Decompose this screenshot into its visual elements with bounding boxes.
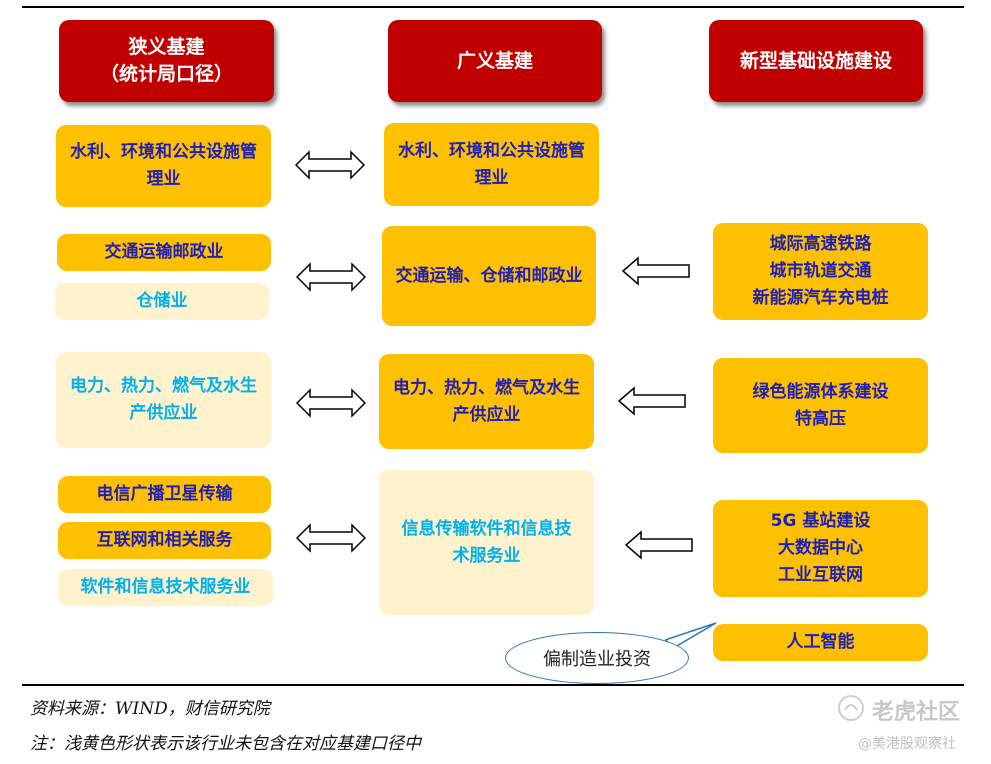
header-new-line1: 新型基础设施建设 (739, 49, 892, 72)
new-box-transport-line1: 城际高速铁路 (769, 234, 872, 254)
double-arrow-icon (296, 262, 366, 292)
source-note: 资料来源：WIND，财信研究院 (30, 699, 270, 719)
broad-box-water-line2: 理业 (474, 167, 509, 188)
broad-box-water-line1: 水利、环境和公共设施管 (398, 140, 585, 161)
narrow-box-telecom-line1: 电信广播卫星传输 (96, 484, 233, 504)
double-arrow-icon (296, 388, 366, 418)
narrow-box-telecom: 电信广播卫星传输 (58, 476, 271, 513)
header-broad-infra: 广义基建 (388, 20, 602, 102)
header-new-infra: 新型基础设施建设 (709, 20, 923, 102)
narrow-box-power-line1: 电力、热力、燃气及水生 (70, 376, 257, 396)
narrow-box-internet-line1: 互联网和相关服务 (96, 530, 233, 550)
header-narrow-line1: 狭义基建 (128, 36, 205, 58)
broad-box-power-line2: 产供应业 (452, 404, 521, 425)
header-broad-line1: 广义基建 (456, 49, 533, 72)
new-box-transport: 城际高速铁路 城市轨道交通 新能源汽车充电桩 (713, 223, 928, 320)
new-box-transport-line2: 城市轨道交通 (769, 261, 872, 281)
left-arrow-icon (622, 256, 690, 286)
new-box-transport-line3: 新能源汽车充电桩 (752, 288, 889, 308)
broad-box-transport: 交通运输、仓储和邮政业 (382, 226, 596, 326)
new-box-energy-line1: 绿色能源体系建设 (752, 381, 889, 402)
narrow-box-storage-line1: 仓储业 (136, 291, 188, 311)
narrow-box-water: 水利、环境和公共设施管 理业 (56, 125, 271, 207)
new-box-energy-line2: 特高压 (795, 408, 846, 429)
tiger-logo-icon (838, 695, 864, 721)
new-box-digital-line1: 5G 基站建设 (770, 511, 871, 531)
broad-box-water: 水利、环境和公共设施管 理业 (384, 123, 599, 206)
new-box-ai: 人工智能 (713, 624, 928, 661)
broad-box-power-line1: 电力、热力、燃气及水生 (393, 377, 580, 398)
narrow-box-power: 电力、热力、燃气及水生 产供应业 (56, 352, 271, 448)
double-arrow-icon (296, 523, 366, 553)
broad-box-info: 信息传输软件和信息技 术服务业 (379, 470, 594, 615)
broad-box-power: 电力、热力、燃气及水生 产供应业 (379, 354, 594, 449)
callout-bubble: 偏制造业投资 (505, 632, 689, 684)
narrow-box-software: 软件和信息技术服务业 (58, 569, 273, 606)
callout-text: 偏制造业投资 (543, 649, 651, 670)
new-box-digital-line3: 工业互联网 (778, 565, 863, 585)
watermark-brand: 老虎社区 (872, 700, 961, 725)
narrow-box-water-line2: 理业 (146, 169, 181, 189)
left-arrow-icon (625, 530, 693, 560)
header-narrow-line2: （统计局口径） (99, 63, 233, 85)
narrow-box-transport: 交通运输邮政业 (57, 234, 271, 271)
new-box-digital-line2: 大数据中心 (778, 538, 863, 558)
bottom-rule (22, 684, 964, 686)
narrow-box-internet: 互联网和相关服务 (58, 522, 271, 559)
watermark-author: @美港股观察社 (858, 736, 956, 752)
broad-box-info-line1: 信息传输软件和信息技 (401, 518, 572, 539)
new-box-digital: 5G 基站建设 大数据中心 工业互联网 (713, 500, 928, 597)
narrow-box-power-line2: 产供应业 (129, 403, 198, 423)
narrow-box-transport-line1: 交通运输邮政业 (104, 242, 224, 262)
header-narrow-infra: 狭义基建 （统计局口径） (59, 20, 274, 102)
broad-box-info-line2: 术服务业 (452, 545, 521, 566)
left-arrow-icon (618, 386, 686, 416)
narrow-box-software-line1: 软件和信息技术服务业 (80, 577, 251, 597)
new-box-ai-line1: 人工智能 (786, 632, 855, 652)
double-arrow-icon (295, 150, 365, 180)
broad-box-transport-line1: 交通运输、仓储和邮政业 (395, 265, 583, 286)
narrow-box-water-line1: 水利、环境和公共设施管 (70, 142, 257, 162)
footnote: 注：浅黄色形状表示该行业未包含在对应基建口径中 (30, 734, 421, 754)
new-box-energy: 绿色能源体系建设 特高压 (713, 358, 928, 453)
narrow-box-storage: 仓储业 (55, 283, 269, 320)
top-rule (22, 6, 964, 8)
